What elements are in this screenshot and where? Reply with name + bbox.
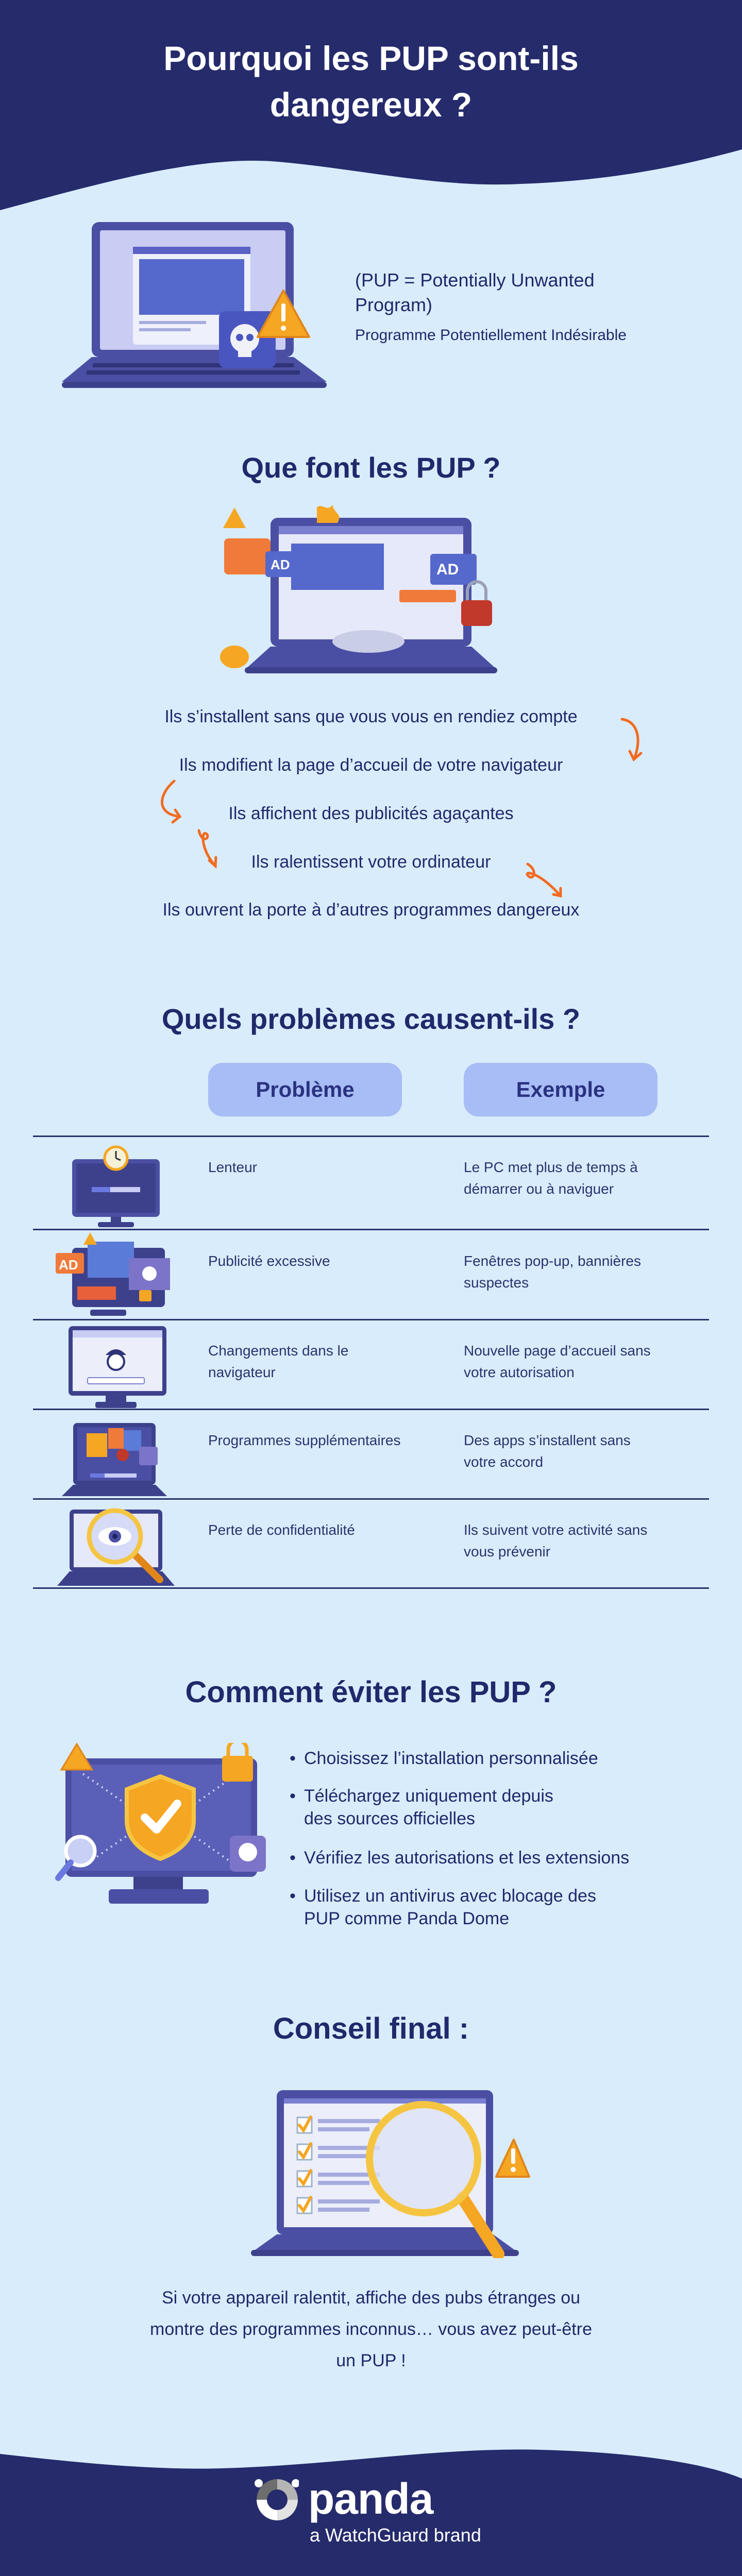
problem-cell: Perte de confidentialité [208, 1522, 355, 1538]
page-title: Pourquoi les PUP sont-ils dangereux ? [0, 35, 742, 128]
example-line: votre accord [464, 1454, 544, 1470]
svg-text:AD: AD [436, 561, 459, 578]
tip-line: Choisissez l’installation personnalisée [304, 1749, 598, 1768]
arrow-icon [620, 718, 643, 761]
example-line: Nouvelle page d’accueil sans [464, 1343, 651, 1359]
tip-item: Utilisez un antivirus avec blocage desPU… [290, 1885, 722, 1930]
table-divider [33, 1319, 709, 1320]
svg-text:AD: AD [59, 1257, 78, 1273]
tip-line: Téléchargez uniquement depuis [304, 1786, 553, 1806]
definition-line-1: (PUP = Potentially Unwanted [355, 269, 595, 291]
tip-item: Choisissez l’installation personnalisée [290, 1747, 722, 1770]
example-line: démarrer ou à naviguer [464, 1181, 614, 1197]
list-item: Ils ralentissent votre ordinateur [251, 852, 491, 872]
slow-monitor-clock-icon [72, 1145, 160, 1227]
arrow-icon [161, 779, 182, 824]
problem-cell: Changements dans le navigateur [208, 1340, 440, 1383]
problem-cell: Publicité excessive [208, 1253, 330, 1269]
final-line-1: Si votre appareil ralentit, affiche des … [161, 2288, 581, 2308]
definition-line-2: Program) [355, 294, 433, 315]
final-advice-text: Si votre appareil ralentit, affiche des … [0, 2282, 742, 2377]
brand-name: panda [308, 2475, 433, 2523]
footer-wave-background [0, 2449, 742, 2576]
example-line: suspectes [464, 1275, 529, 1291]
checklist-magnifier-laptop-illustration [251, 2090, 530, 2258]
example-line: Fenêtres pop-up, bannières [464, 1253, 641, 1269]
problem-line: Changements dans le [208, 1343, 349, 1359]
example-cell: Ils suivent votre activité sans vous prév… [464, 1519, 696, 1563]
eye-magnifier-laptop-icon [57, 1508, 175, 1586]
table-divider [33, 1498, 709, 1500]
tip-line: des sources officielles [304, 1809, 475, 1828]
shield-monitor-illustration [55, 1743, 266, 1904]
pirate-browser-monitor-icon [69, 1326, 166, 1408]
section-heading-problems: Quels problèmes causent-ils ? [161, 1003, 581, 1035]
table-divider [33, 1136, 709, 1137]
example-cell: Fenêtres pop-up, bannières suspectes [464, 1250, 696, 1294]
table-divider [33, 1409, 709, 1410]
title-line-2: dangereux ? [269, 86, 473, 124]
example-cell: Des apps s’installent sans votre accord [464, 1430, 696, 1473]
arrow-icon [197, 829, 217, 869]
ad-popups-monitor-icon: AD [56, 1232, 170, 1316]
pup-definition: (PUP = Potentially Unwanted Program) [355, 268, 595, 317]
example-line: votre autorisation [464, 1364, 575, 1380]
tip-line: PUP comme Panda Dome [304, 1909, 510, 1928]
panda-logo-icon [255, 2479, 299, 2520]
list-item: Ils ouvrent la porte à d’autres programm… [162, 900, 580, 920]
arrow-icon [526, 862, 562, 898]
example-line: Le PC met plus de temps à [464, 1159, 638, 1175]
example-line: vous prévenir [464, 1544, 551, 1560]
column-header-problem: Problème [208, 1063, 402, 1116]
table-divider [33, 1587, 709, 1589]
tip-item: Téléchargez uniquement depuis des sources… [290, 1785, 722, 1830]
section-heading-final: Conseil final : [273, 2012, 469, 2045]
list-item: Ils modifient la page d’accueil de votre… [179, 755, 563, 775]
tip-item: Vérifiez les autorisations et les extens… [290, 1846, 722, 1869]
problem-cell: Lenteur [208, 1159, 257, 1175]
header-wave-background [0, 0, 742, 210]
svg-text:AD: AD [271, 557, 290, 572]
title-line-1: Pourquoi les PUP sont-ils [163, 39, 579, 77]
column-header-example: Exemple [464, 1063, 657, 1116]
final-line-3: un PUP ! [336, 2351, 406, 2370]
list-item: Ils affichent des publicités agaçantes [228, 804, 514, 823]
final-line-2: montre des programmes inconnus… vous ave… [150, 2319, 592, 2339]
problem-cell: Programmes supplémentaires [208, 1432, 401, 1448]
tip-line: Utilisez un antivirus avec blocage des [304, 1886, 596, 1906]
laptop-skull-warning-illustration [62, 222, 327, 388]
example-line: Des apps s’installent sans [464, 1432, 631, 1448]
section-heading-what: Que font les PUP ? [241, 451, 501, 484]
example-line: Ils suivent votre activité sans [464, 1522, 648, 1538]
pup-translation: Programme Potentiellement Indésirable [355, 327, 627, 344]
tip-line: Vérifiez les autorisations et les extens… [304, 1848, 630, 1868]
example-cell: Nouvelle page d’accueil sans votre autori… [464, 1340, 696, 1383]
laptop-ads-popups-illustration: AD AD [220, 505, 497, 673]
problem-line: navigateur [208, 1364, 276, 1380]
brand-tagline: a WatchGuard brand [310, 2524, 481, 2546]
flow-arrows [161, 718, 643, 898]
list-item: Ils s’installent sans que vous vous en r… [164, 707, 578, 726]
table-divider [33, 1229, 709, 1230]
section-heading-avoid: Comment éviter les PUP ? [185, 1675, 557, 1709]
example-cell: Le PC met plus de temps à démarrer ou à n… [464, 1157, 696, 1200]
installing-apps-laptop-icon [62, 1423, 167, 1496]
